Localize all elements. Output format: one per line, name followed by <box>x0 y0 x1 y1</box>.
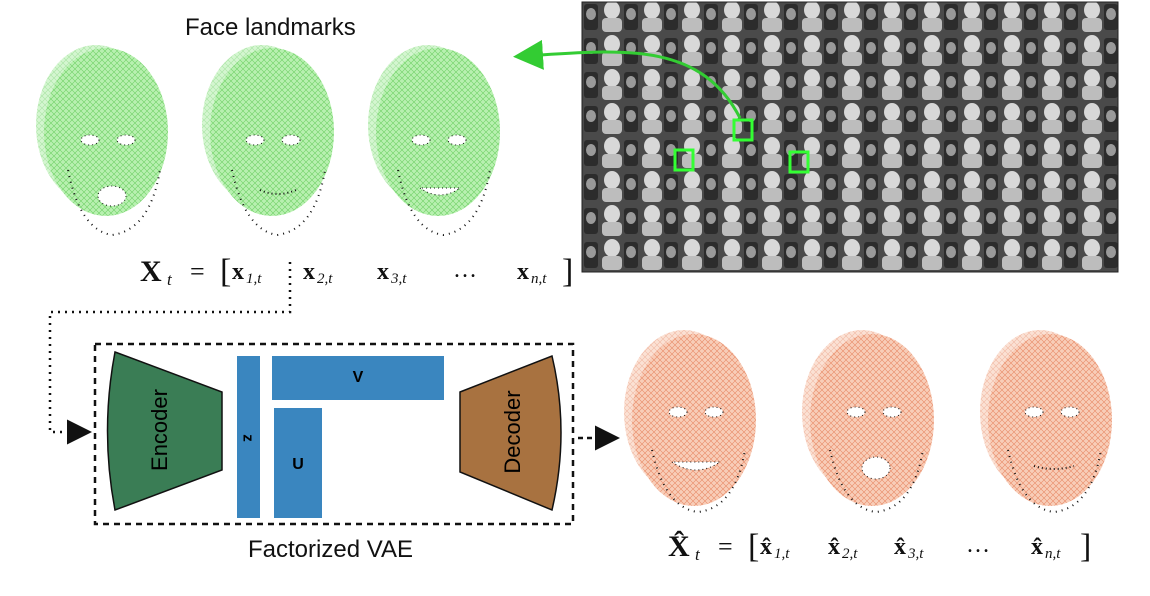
token-sub: 3,t <box>391 271 407 287</box>
x-matrix-sub: t <box>167 270 172 289</box>
audience-photo <box>581 1 1119 273</box>
vae-box <box>93 342 575 526</box>
left-bracket: [ <box>748 528 760 565</box>
extraction-arrow <box>513 39 742 119</box>
equals-sign: = <box>190 257 205 286</box>
token-sub: 1,t <box>774 546 790 562</box>
vae-caption: Factorized VAE <box>248 536 413 563</box>
token-main: x̂ <box>828 534 840 560</box>
right-bracket: ] <box>562 253 574 290</box>
encoder-label: Encoder <box>147 389 172 471</box>
token-sub: 2,t <box>842 546 858 562</box>
decoder-block <box>459 354 562 512</box>
token-sub: n,t <box>1045 546 1061 562</box>
token-main: x <box>303 259 315 285</box>
green-face-2 <box>202 45 334 237</box>
z-label: z <box>239 434 257 442</box>
xhat-matrix-sub: t <box>695 545 700 564</box>
xhat-matrix-symbol: X̂ <box>668 530 690 563</box>
orange-face-2 <box>802 330 934 514</box>
input-equation: X t = [ x 1,t x 2,t x 3,t … x n,t ] <box>140 253 580 295</box>
token-main: x <box>377 259 389 285</box>
face-box-3 <box>788 150 810 174</box>
output-equation: X̂ t = [ x̂ 1,t x̂ 2,t x̂ 3,t … x̂ n,t ] <box>668 528 1108 570</box>
right-bracket: ] <box>1080 528 1092 565</box>
token-main: x̂ <box>894 534 906 560</box>
input-connector <box>48 262 292 445</box>
green-face-1 <box>36 45 168 237</box>
encoder-block <box>106 350 223 512</box>
token-main: x <box>232 259 244 285</box>
u-label: U <box>292 456 304 473</box>
v-label: V <box>352 369 364 386</box>
face-landmarks-title: Face landmarks <box>185 14 356 41</box>
ellipsis: … <box>966 532 990 558</box>
equals-sign: = <box>718 532 733 561</box>
token-main: x̂ <box>760 534 772 560</box>
token-main: x <box>517 259 529 285</box>
x-matrix-symbol: X <box>140 255 162 288</box>
token-sub: 1,t <box>246 271 262 287</box>
green-face-3 <box>368 45 500 237</box>
latent-v <box>272 356 444 400</box>
orange-face-3 <box>980 330 1112 514</box>
face-box-1 <box>732 118 754 142</box>
token-sub: n,t <box>531 271 547 287</box>
decoder-label: Decoder <box>500 390 525 474</box>
left-bracket: [ <box>220 253 232 290</box>
orange-face-1 <box>624 330 756 514</box>
token-sub: 3,t <box>908 546 924 562</box>
token-sub: 2,t <box>317 271 333 287</box>
ellipsis: … <box>453 257 477 283</box>
latent-z <box>237 356 260 518</box>
face-box-2 <box>673 148 695 172</box>
token-main: x̂ <box>1031 534 1043 560</box>
latent-u <box>274 408 322 518</box>
